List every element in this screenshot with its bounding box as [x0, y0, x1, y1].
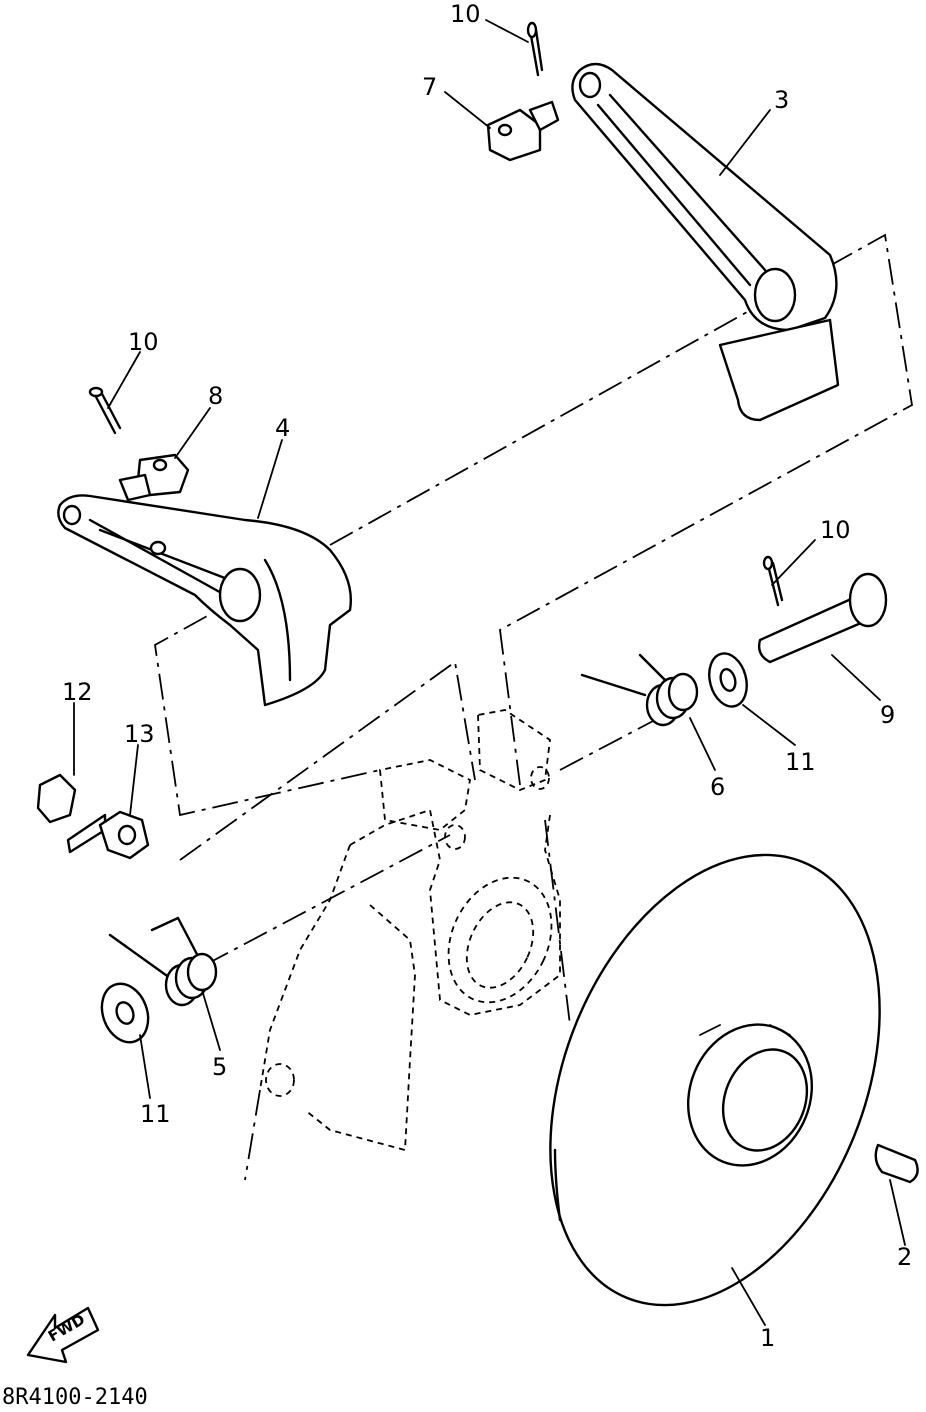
- callout-10-top: 10: [450, 0, 481, 28]
- bolt: [36, 773, 107, 854]
- cotter-pin-b: [88, 386, 122, 435]
- callout-1: 1: [760, 1324, 775, 1352]
- cotter-pin-c: [762, 555, 784, 607]
- pin-7: [486, 100, 560, 162]
- housing-outline: [259, 709, 561, 1152]
- callout-11-left: 11: [140, 1100, 171, 1128]
- callout-11-right: 11: [785, 748, 816, 776]
- callout-9: 9: [880, 701, 895, 729]
- callout-12: 12: [62, 678, 93, 706]
- weight-arm-lower: [57, 494, 352, 707]
- primary-sheave: [549, 853, 881, 1307]
- spring-5: [108, 916, 218, 1007]
- callout-7: 7: [422, 73, 437, 101]
- pin-8: [118, 453, 190, 502]
- callout-2: 2: [897, 1243, 912, 1271]
- callout-10-left: 10: [128, 328, 159, 356]
- callout-3: 3: [774, 86, 789, 114]
- callout-10-right: 10: [820, 516, 851, 544]
- callout-4: 4: [275, 414, 290, 442]
- callout-8: 8: [208, 382, 223, 410]
- diagram-code: 8R4100-2140: [2, 1385, 148, 1410]
- forward-arrow-icon: FWD: [26, 1306, 100, 1364]
- washer-a: [708, 652, 748, 708]
- washer-b: [100, 982, 150, 1044]
- weight-arm-upper: [571, 62, 840, 422]
- assembly-lines: [154, 233, 913, 1181]
- leader-lines: [73, 19, 906, 1326]
- callout-6: 6: [710, 773, 725, 801]
- nut: [98, 810, 150, 860]
- cotter-pin-a: [526, 21, 544, 77]
- key: [874, 1143, 919, 1184]
- callout-5: 5: [212, 1053, 227, 1081]
- callouts: 10 7 3 10 8 4 10 9 11 6 12 13 5 11 2 1: [62, 0, 912, 1352]
- callout-13: 13: [124, 720, 155, 748]
- spring-6: [580, 653, 699, 727]
- pivot-pin: [757, 572, 888, 664]
